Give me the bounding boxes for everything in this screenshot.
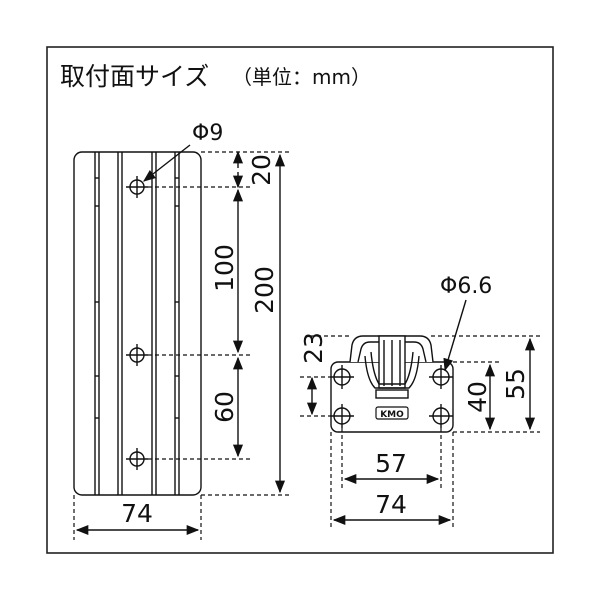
dim-55-label: 55 [501,368,530,400]
dim-40-label: 40 [463,381,492,413]
dim-20-label: 20 [247,154,276,186]
right-hole-bottom-right [429,404,453,428]
left-hole-bottom [126,448,148,470]
right-extension-lines [300,335,540,530]
diagram-title: 取付面サイズ [60,62,209,91]
left-hole-diameter-label: Φ9 [192,121,223,146]
dim-100-label: 100 [210,244,239,292]
left-mounting-plate [73,151,202,496]
dim-57-label: 57 [375,449,407,478]
dim-200-label: 200 [250,266,279,314]
right-hole-diameter-label: Φ6.6 [440,274,492,299]
right-hole-top-right [429,365,453,389]
right-bracket [330,335,454,433]
dim-74-right-label: 74 [375,490,407,519]
left-hole-middle [126,344,148,366]
dim-23-label: 23 [299,332,328,364]
left-extension-lines [73,151,290,540]
diagram-border [46,46,554,554]
unit-note: （単位：mm） [232,65,371,89]
left-hole-top [126,176,148,198]
right-hole-top-left [330,365,354,389]
dim-60-label: 60 [210,391,239,423]
dim-74-left-label: 74 [121,499,153,528]
brand-logo: KMO [375,406,409,420]
left-hole-leader [143,144,191,182]
right-hole-leader [443,299,467,372]
svg-text:KMO: KMO [380,410,404,420]
right-hole-bottom-left [330,404,354,428]
